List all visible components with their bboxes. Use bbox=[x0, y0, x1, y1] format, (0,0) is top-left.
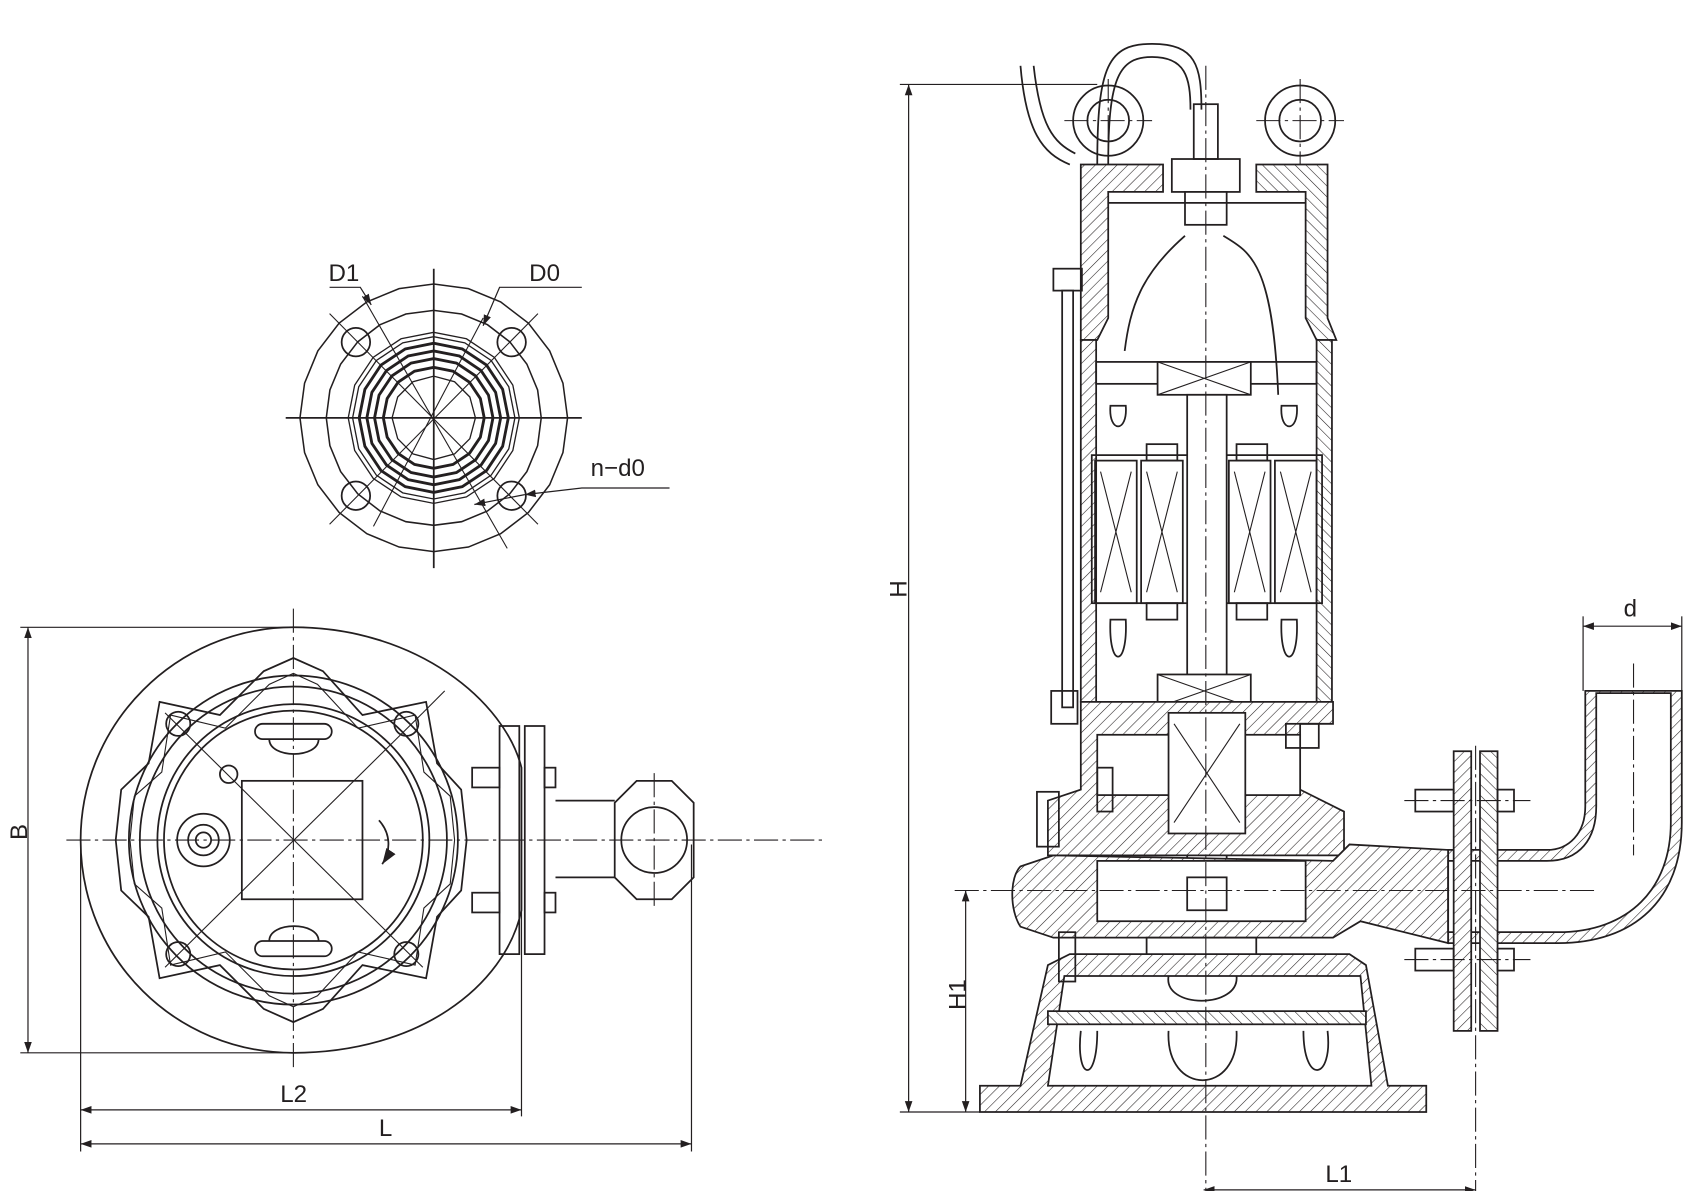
flange-leaders bbox=[329, 286, 670, 507]
motor-housing-left bbox=[1079, 339, 1098, 703]
label-d0: D0 bbox=[529, 260, 560, 287]
label-l: L bbox=[379, 1115, 392, 1142]
label-l1: L1 bbox=[1325, 1161, 1352, 1188]
label-h: H bbox=[885, 580, 912, 597]
bolt-nuts bbox=[165, 710, 420, 968]
flange-centerlines bbox=[285, 268, 582, 569]
label-n-d0: n−d0 bbox=[591, 455, 645, 482]
power-cable bbox=[1019, 65, 1076, 166]
label-d1: D1 bbox=[328, 260, 359, 287]
label-h1: H1 bbox=[945, 979, 972, 1010]
discharge-flanges-side bbox=[1404, 750, 1531, 1032]
flange-view: D1 D0 n−d0 bbox=[285, 260, 670, 569]
rotation-arrow-icon bbox=[378, 819, 396, 865]
label-l2: L2 bbox=[280, 1081, 307, 1108]
eye-bolts bbox=[1064, 78, 1345, 192]
motor-housing-right bbox=[1315, 339, 1333, 703]
elbow-octagon bbox=[613, 779, 695, 901]
discharge-flange-top bbox=[471, 725, 695, 955]
side-view: H H1 d L1 bbox=[885, 42, 1683, 1191]
side-view-dimensions bbox=[899, 83, 1683, 1191]
motor-top-cover bbox=[1079, 163, 1164, 341]
top-view: B L2 L bbox=[6, 608, 824, 1152]
label-d: d bbox=[1624, 595, 1637, 622]
label-b: B bbox=[6, 824, 33, 840]
top-view-dimensions bbox=[20, 626, 693, 1152]
tie-rod bbox=[1061, 289, 1075, 709]
pump-clamp-frame bbox=[114, 657, 468, 1024]
